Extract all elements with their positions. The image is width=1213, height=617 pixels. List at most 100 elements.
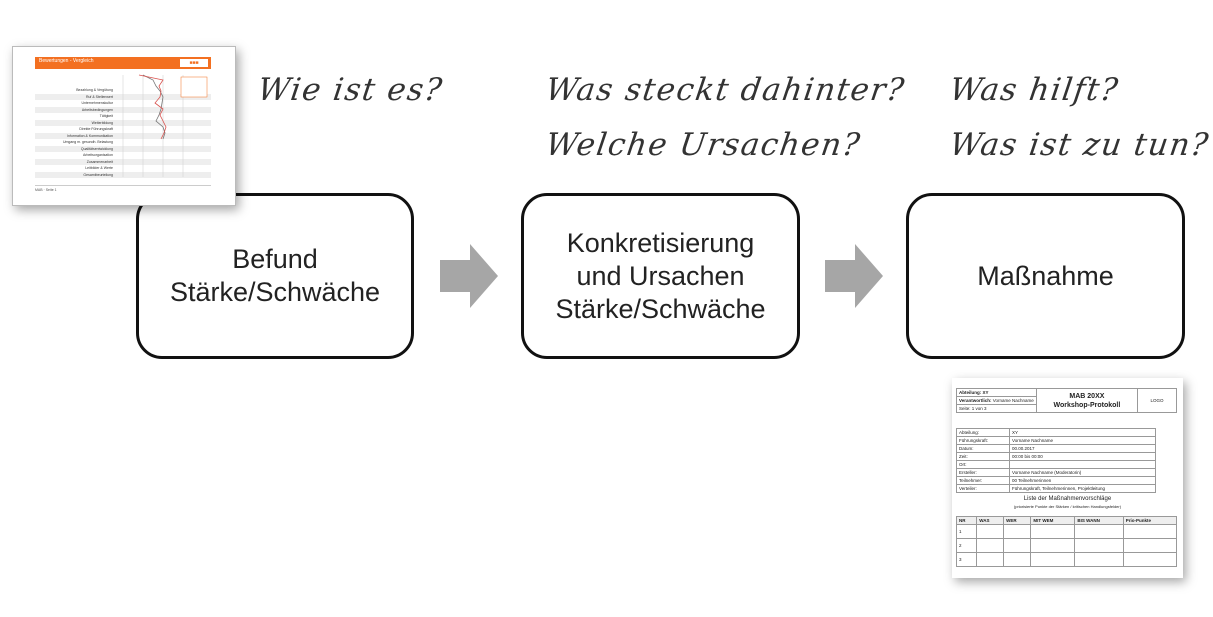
protocol-field-row: Ersteller:Vorname Nachname (Moderatorin) [956, 468, 1156, 477]
protocol-field-value: Vorname Nachname (Moderatorin) [1009, 468, 1156, 477]
protocol-measures-cell [1030, 524, 1076, 539]
protocol-measures-cell [1122, 538, 1178, 553]
protocol-field-value: Führungskraft, Teilnehmerinnen, Projektl… [1009, 484, 1156, 493]
protocol-field-row: Datum:00.00.2017 [956, 444, 1156, 453]
box-massnahme: Maßnahme [906, 193, 1185, 359]
protocol-field-key: Zeit: [956, 452, 1010, 461]
thumb-chart-row-label: Direkte Führungskraft [79, 127, 113, 131]
protocol-abteilung: Abteilung: XY [959, 390, 989, 395]
box-konkretisierung-line1: Konkretisierung [566, 227, 755, 258]
protocol-field-row: Abteilung:XY [956, 428, 1156, 437]
protocol-measures-cell [1074, 524, 1124, 539]
protocol-measures-cell [1003, 524, 1032, 539]
protocol-verantwortlich: Verantwortlich: [959, 398, 992, 403]
thumb-chart-row-label: Gesamtbeurteilung [83, 172, 113, 177]
box-befund: Befund Stärke/Schwäche [136, 193, 414, 359]
protocol-field-row: Teilnehmer:00 Teilnehmerinnen [956, 476, 1156, 485]
thumbnail-workshop-protocol: Abteilung: XY MAB 20XX Workshop-Protokol… [952, 378, 1183, 578]
protocol-field-row: Führungskraft:Vorname Nachname [956, 436, 1156, 445]
protocol-measures-cell: 3 [955, 552, 978, 567]
protocol-list-subtitle: (priorisierte Punkte der Stärken / kriti… [1013, 504, 1122, 509]
thumbnail-chart-report: Bewertungen - Vergleich ■■■ Bezahlung & … [12, 46, 236, 206]
thumb-chart-row: Direkte Führungskraft [35, 126, 211, 132]
thumb-chart-lines [122, 74, 208, 177]
protocol-field-key: Verteiler: [956, 484, 1010, 493]
box-konkretisierung: Konkretisierung und Ursachen Stärke/Schw… [521, 193, 800, 359]
protocol-field-value [1009, 460, 1156, 469]
protocol-field-value: 00:00 bis 00:00 [1009, 452, 1156, 461]
protocol-field-key: Datum: [956, 444, 1010, 453]
box-konkretisierung-line2: und Ursachen [576, 260, 745, 291]
thumb-chart-row-label: Weiterbildung [91, 120, 113, 125]
protocol-measures-cell [1003, 552, 1032, 567]
protocol-list-title: Liste der Maßnahmenvorschläge [1023, 496, 1112, 502]
thumb-chart-row-label: Leitbilder & Werte [85, 166, 113, 170]
thumb-chart-row-label: Arbeitsorganisation [83, 153, 113, 157]
protocol-field-row: Verteiler:Führungskraft, Teilnehmerinnen… [956, 484, 1156, 493]
thumb-chart-row-label: Bezahlung & Vergütung [76, 88, 113, 92]
thumb-chart-row-label: Zusammenarbeit [86, 159, 113, 164]
protocol-measures-row: 3 [955, 552, 1178, 567]
thumb-chart-logo: ■■■ [180, 59, 208, 67]
protocol-field-key: Teilnehmer: [956, 476, 1010, 485]
protocol-field-row: Ort: [956, 460, 1156, 469]
protocol-verantwortlich-name: Vorname Nachname [992, 398, 1034, 403]
protocol-measures-cell [976, 538, 1005, 553]
protocol-measures-cell [1003, 538, 1032, 553]
protocol-measures-row: 2 [955, 538, 1178, 553]
thumb-chart-row-label: Umgang m. gesundh. Belastung [62, 140, 113, 144]
protocol-field-value: Vorname Nachname [1009, 436, 1156, 445]
thumb-chart-row-label: Information & Kommunikation [67, 133, 113, 138]
protocol-measures-cell: 2 [955, 538, 978, 553]
protocol-field-key: Ersteller: [956, 468, 1010, 477]
thumb-chart-row: Leitbilder & Werte [35, 165, 211, 171]
protocol-header-table: Abteilung: XY MAB 20XX Workshop-Protokol… [956, 388, 1177, 413]
question-2a: Was steckt dahinter? [543, 72, 908, 108]
protocol-seite: Seite: 1 von 3 [956, 404, 1037, 413]
protocol-measures-row: 1 [955, 524, 1178, 539]
protocol-measures-cell [1122, 552, 1178, 567]
protocol-measures-cell [976, 524, 1005, 539]
protocol-field-row: Zeit:00:00 bis 00:00 [956, 452, 1156, 461]
protocol-measures-cell [1122, 524, 1178, 539]
thumb-chart-row: Tätigkeit [35, 113, 211, 119]
protocol-measures-col: Prio-Punkte [1122, 516, 1178, 525]
protocol-field-key: Führungskraft: [956, 436, 1010, 445]
box-massnahme-line1: Maßnahme [977, 260, 1114, 291]
thumb-chart-footer: MAB · Seite 1 [35, 185, 211, 192]
protocol-logo: LOGO [1137, 388, 1177, 413]
thumb-chart-row-label: Arbeitsbedingungen [81, 107, 113, 112]
box-befund-line1: Befund [232, 244, 318, 274]
protocol-measures-col: WER [1003, 516, 1032, 525]
protocol-field-value: 00 Teilnehmerinnen [1009, 476, 1156, 485]
box-befund-line2: Stärke/Schwäche [169, 277, 381, 307]
thumb-chart-row-label: Unternehmenskultur [81, 101, 113, 105]
thumb-chart-row-label: Tätigkeit [99, 114, 113, 118]
protocol-measures-cell [1030, 538, 1076, 553]
thumb-chart-row: Arbeitsorganisation [35, 152, 211, 158]
protocol-measures-col: WAS [976, 516, 1005, 525]
protocol-measures-col: BIS WANN [1074, 516, 1124, 525]
question-1: Wie ist es? [255, 72, 446, 108]
thumb-chart-row: Unternehmenskultur [35, 100, 211, 106]
thumb-chart-row: Umgang m. gesundh. Belastung [35, 139, 211, 145]
arrow-2 [825, 244, 883, 308]
protocol-measures-cell [976, 552, 1005, 567]
question-3b: Was ist zu tun? [947, 127, 1212, 163]
protocol-title2: Workshop-Protokoll [1053, 401, 1121, 409]
thumb-chart-row-label: Qualitätsentwicklung [80, 146, 113, 151]
protocol-measures-cell [1074, 538, 1124, 553]
protocol-measures-col: MIT WEM [1030, 516, 1076, 525]
protocol-measures-cell [1074, 552, 1124, 567]
protocol-measures-cell [1030, 552, 1076, 567]
protocol-field-key: Abteilung: [956, 428, 1010, 437]
thumb-chart-title: Bewertungen - Vergleich [39, 58, 94, 64]
protocol-title1: MAB 20XX [1069, 392, 1105, 400]
protocol-measures-cell: 1 [955, 524, 978, 539]
protocol-field-key: Ort: [956, 460, 1010, 469]
box-konkretisierung-line3: Stärke/Schwäche [555, 293, 766, 324]
question-2b: Welche Ursachen? [543, 127, 864, 163]
thumb-chart-row-label: Ruf & Stellenwert [85, 94, 113, 99]
